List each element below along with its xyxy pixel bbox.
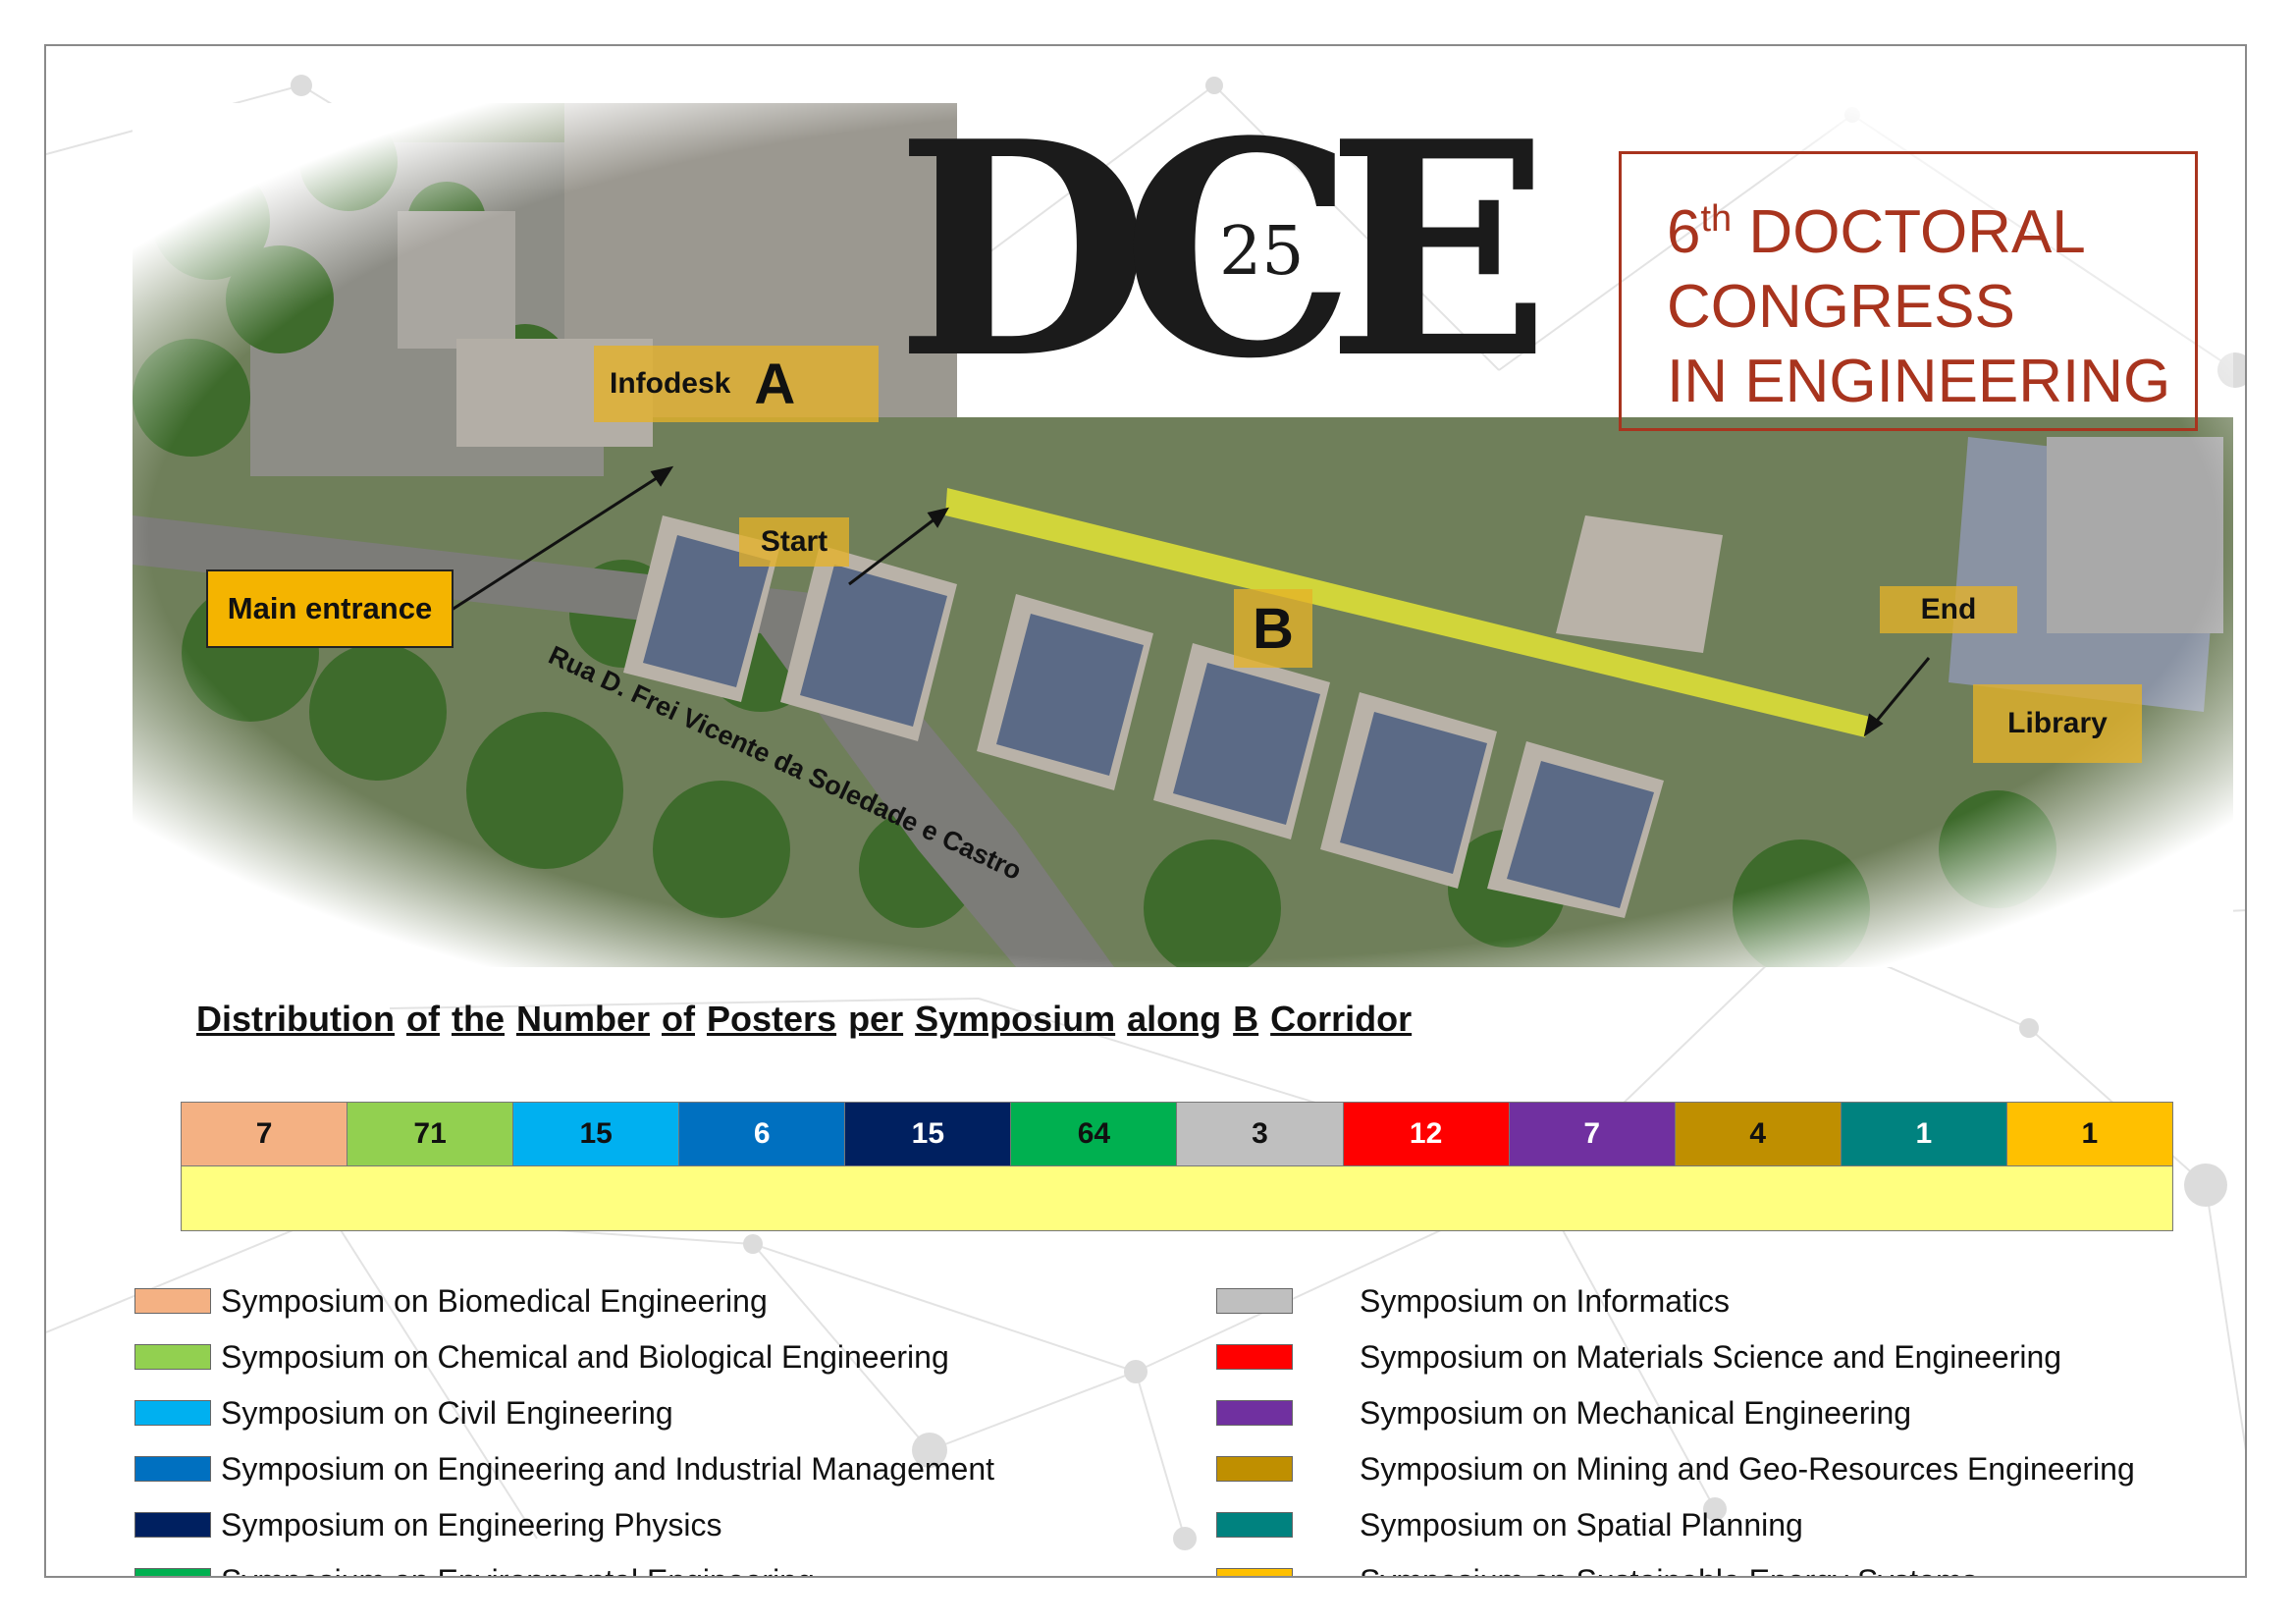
legend-item-environmental: Symposium on Environmental Engineering [134, 1563, 815, 1577]
legend-swatch [134, 1344, 211, 1370]
legend-label: Symposium on Mechanical Engineering [1360, 1394, 1912, 1431]
dce-logo-letters: DCE [895, 77, 1551, 423]
legend-swatch [1216, 1456, 1293, 1482]
legend-label: Symposium on Informatics [1360, 1282, 1731, 1319]
main-entrance-text: Main entrance [227, 591, 433, 625]
count-materials: 12 [1343, 1103, 1510, 1165]
count-environmental: 64 [1011, 1103, 1178, 1165]
legend-item-mining: Symposium on Mining and Geo-Resources En… [1216, 1451, 2135, 1487]
legend-item-civil: Symposium on Civil Engineering [134, 1395, 673, 1431]
poster-count-bar: 7 71 15 6 15 64 3 12 7 4 1 1 [181, 1102, 2173, 1166]
legend-swatch [134, 1568, 211, 1576]
legend-label: Symposium on Environmental Engineering [221, 1563, 815, 1577]
legend-item-energy: Symposium on Sustainable Energy Systems [1216, 1563, 1978, 1577]
legend-item-materials: Symposium on Materials Science and Engin… [1216, 1339, 2061, 1375]
count-civil: 15 [513, 1103, 680, 1165]
library-text: Library [2007, 707, 2108, 739]
end-label: End [1880, 586, 2017, 633]
legend-label: Symposium on Chemical and Biological Eng… [221, 1338, 949, 1375]
count-biomedical: 7 [182, 1103, 348, 1165]
dce-logo: DCE [895, 93, 1551, 407]
legend-item-spatial: Symposium on Spatial Planning [1216, 1507, 1803, 1543]
legend-swatch [1216, 1512, 1293, 1538]
legend-item-industrial: Symposium on Engineering and Industrial … [134, 1451, 994, 1487]
count-spatial: 1 [1841, 1103, 2007, 1165]
congress-title-box: 6th DOCTORAL CONGRESS IN ENGINEERING [1619, 151, 2198, 431]
legend-item-informatics: Symposium on Informatics [1216, 1283, 1730, 1319]
end-text: End [1920, 593, 1977, 625]
count-mechanical: 7 [1509, 1103, 1676, 1165]
building-a-letter: A [754, 352, 796, 416]
legend-label: Symposium on Spatial Planning [1360, 1506, 1803, 1543]
infodesk-label: Infodesk A [594, 346, 879, 422]
legend-item-physics: Symposium on Engineering Physics [134, 1507, 721, 1543]
count-industrial: 6 [679, 1103, 846, 1165]
legend-swatch [134, 1512, 211, 1538]
count-physics: 15 [845, 1103, 1012, 1165]
legend-swatch [134, 1288, 211, 1314]
legend-swatch [1216, 1568, 1293, 1576]
library-label: Library [1973, 684, 2142, 763]
poster-frame: Infodesk A Start Main entrance B End Lib… [44, 44, 2247, 1578]
corridor-strip [181, 1165, 2173, 1231]
building-b-label: B [1234, 589, 1312, 668]
legend-label: Symposium on Engineering Physics [221, 1506, 722, 1543]
legend-swatch [1216, 1344, 1293, 1370]
legend-label: Symposium on Biomedical Engineering [221, 1282, 768, 1319]
legend-item-mechanical: Symposium on Mechanical Engineering [1216, 1395, 1911, 1431]
legend-item-chemical: Symposium on Chemical and Biological Eng… [134, 1339, 949, 1375]
congress-line-2: CONGRESS [1667, 273, 2015, 341]
count-informatics: 3 [1177, 1103, 1344, 1165]
legend-label: Symposium on Civil Engineering [221, 1394, 673, 1431]
infodesk-text: Infodesk [610, 367, 731, 400]
legend-label: Symposium on Engineering and Industrial … [221, 1450, 995, 1487]
legend-swatch [134, 1400, 211, 1426]
legend-swatch [1216, 1288, 1293, 1314]
legend-item-biomedical: Symposium on Biomedical Engineering [134, 1283, 768, 1319]
congress-line-1: 6th DOCTORAL [1667, 198, 2086, 266]
logo-number-25: 25 [1219, 213, 1305, 291]
legend-label: Symposium on Mining and Geo-Resources En… [1360, 1450, 2135, 1487]
start-label: Start [739, 517, 849, 567]
legend-label: Symposium on Sustainable Energy Systems [1360, 1563, 1978, 1577]
congress-line-3: IN ENGINEERING [1667, 348, 2171, 415]
legend-swatch [1216, 1400, 1293, 1426]
start-text: Start [760, 525, 828, 558]
building-b-letter: B [1253, 596, 1294, 661]
campus-aerial-map [133, 103, 2233, 967]
legend-swatch [134, 1456, 211, 1482]
count-mining: 4 [1675, 1103, 1842, 1165]
main-entrance-label: Main entrance [206, 569, 454, 648]
legend-label: Symposium on Materials Science and Engin… [1360, 1338, 2062, 1375]
count-energy: 1 [2006, 1103, 2172, 1165]
count-chemical: 71 [347, 1103, 514, 1165]
